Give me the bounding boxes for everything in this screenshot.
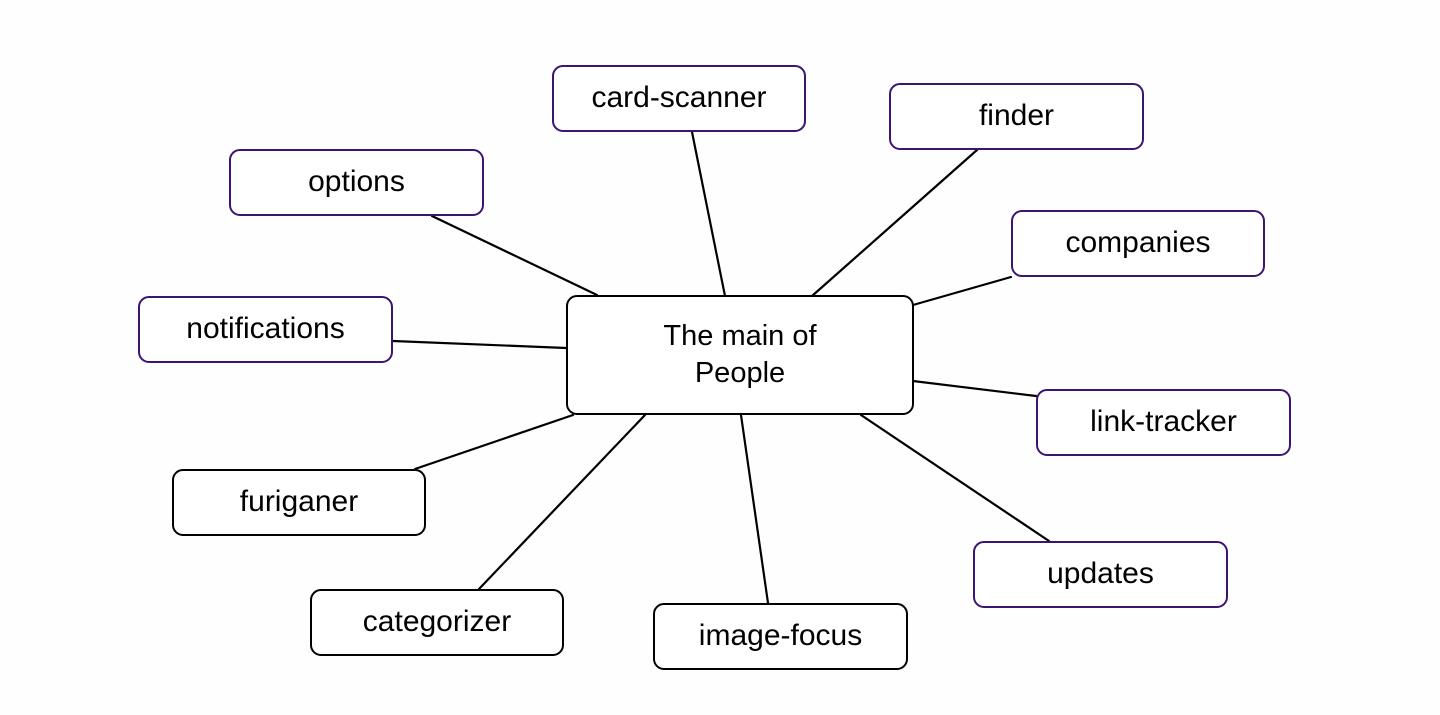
node-label: updates (1047, 557, 1154, 591)
node-label: categorizer (362, 605, 512, 639)
node-link-tracker[interactable]: link-tracker (1036, 389, 1291, 456)
center-node[interactable]: The main of People (566, 295, 914, 415)
node-card-scanner[interactable]: card-scanner (552, 65, 806, 132)
node-notifications[interactable]: notifications (138, 296, 393, 363)
node-label: finder (978, 99, 1055, 133)
node-updates[interactable]: updates (973, 541, 1228, 608)
node-label: options (308, 165, 405, 199)
edge-updates (859, 413, 1051, 543)
edge-image-focus (739, 413, 770, 605)
node-image-focus[interactable]: image-focus (653, 603, 908, 670)
node-finder[interactable]: finder (889, 83, 1144, 150)
node-label: furiganer (239, 485, 359, 519)
node-categorizer[interactable]: categorizer (310, 589, 564, 656)
edge-categorizer (477, 413, 647, 591)
edge-card-scanner (690, 130, 727, 298)
node-furiganer[interactable]: furiganer (172, 469, 426, 536)
edge-options (430, 214, 599, 297)
edge-finder (810, 148, 979, 298)
node-label: link-tracker (1090, 405, 1237, 439)
node-label: notifications (186, 312, 345, 346)
node-options[interactable]: options (229, 149, 484, 216)
node-label: The main of People (663, 319, 817, 389)
edge-link-tracker (911, 379, 1038, 398)
node-companies[interactable]: companies (1011, 210, 1265, 277)
node-label: companies (1065, 226, 1211, 260)
node-label: image-focus (698, 619, 863, 653)
edge-notifications (391, 339, 568, 350)
edge-companies (911, 275, 1013, 307)
edge-furiganer (413, 413, 575, 471)
node-label: card-scanner (591, 81, 767, 115)
